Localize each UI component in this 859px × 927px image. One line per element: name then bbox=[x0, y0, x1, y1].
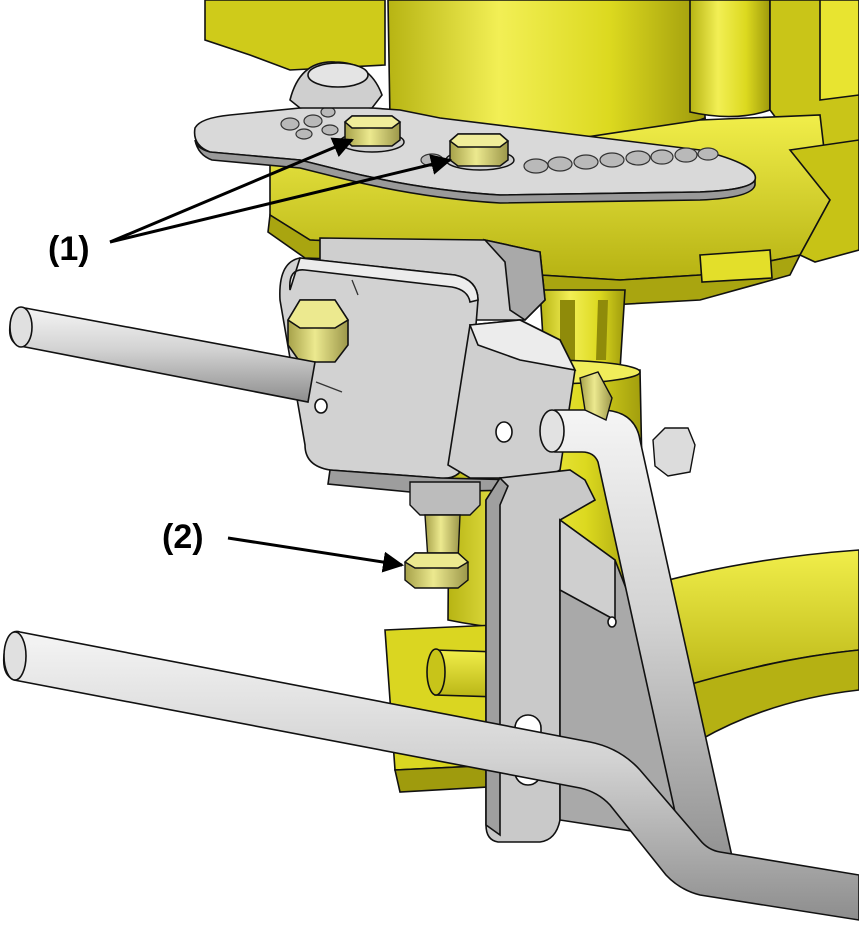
rod-lower bbox=[2, 630, 859, 921]
callout-1-arrow-a bbox=[109, 137, 354, 244]
side-nut bbox=[579, 371, 696, 477]
callout-1-label: (1) bbox=[48, 230, 90, 268]
callout-1: (1) bbox=[48, 137, 453, 268]
plate-bolt-right bbox=[445, 133, 515, 171]
adjuster-stud bbox=[403, 481, 481, 589]
callout-1-arrow-b bbox=[109, 154, 453, 244]
rod-upper-left bbox=[8, 306, 316, 403]
callout-2-arrow bbox=[227, 536, 405, 573]
callout-2-label: (2) bbox=[162, 518, 204, 556]
mounting-bracket bbox=[279, 237, 577, 493]
plate-bolt-left bbox=[339, 115, 405, 153]
callout-2: (2) bbox=[162, 518, 405, 573]
